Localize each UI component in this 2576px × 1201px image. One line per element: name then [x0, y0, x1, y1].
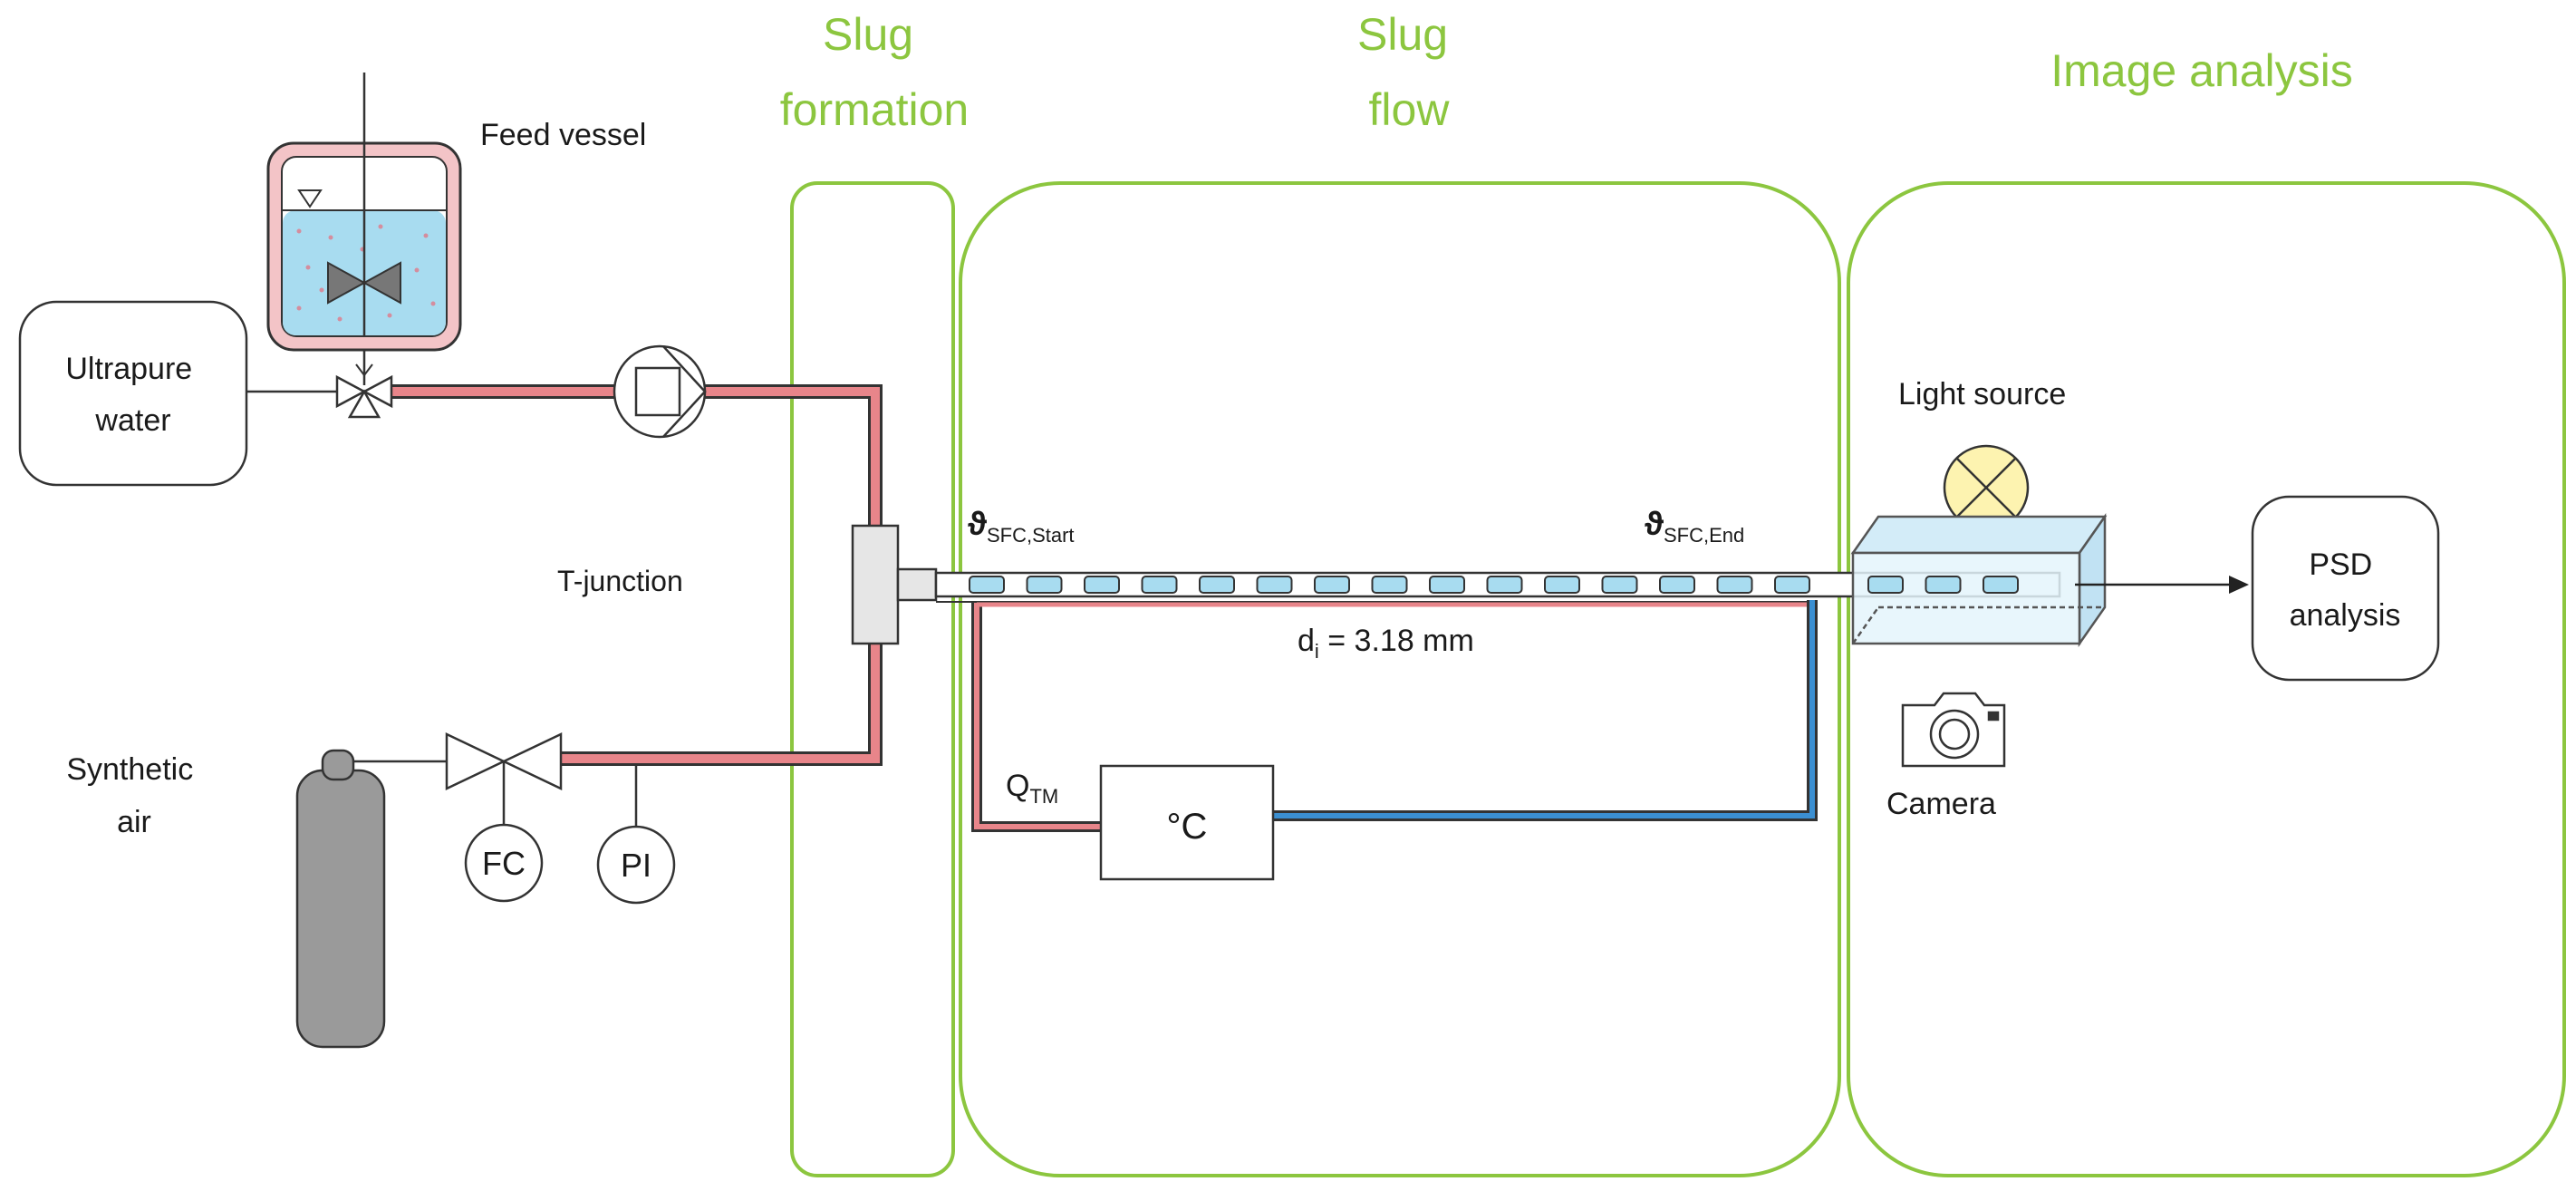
thermostat [1099, 764, 1275, 881]
psd-analysis-label: PSD analysis [2290, 547, 2401, 633]
liquid-slug [1716, 576, 1753, 594]
liquid-slug [1199, 576, 1235, 594]
camera-icon [1901, 692, 2006, 768]
liquid-slug [1141, 576, 1178, 594]
cell-liquid-slug [1867, 576, 1904, 594]
slug-flow-title: Slug flow [1357, 9, 1461, 135]
liquid-slug [1659, 576, 1695, 594]
thermostat-flow-label: QTM [1006, 769, 1058, 808]
flow-control-valve [445, 732, 563, 903]
liquid-slug [1371, 576, 1408, 594]
inner-diameter-label: di = 3.18 mm [1298, 624, 1474, 663]
liquid-slug [1256, 576, 1293, 594]
t-junction-outlet [896, 567, 938, 602]
thermostat-unit-label: °C [1167, 807, 1208, 847]
cell-liquid-slug [1925, 576, 1962, 594]
t-junction-label: T-junction [557, 565, 683, 597]
liquid-slug [1544, 576, 1580, 594]
liquid-feed-line [381, 384, 883, 526]
ultrapure-water-label: Ultrapure water [65, 352, 200, 438]
synthetic-air-label: Synthetic air [66, 752, 201, 839]
temperature-end-label: ϑSFC,End [1645, 505, 1744, 547]
liquid-slug [1601, 576, 1638, 594]
liquid-slug [969, 576, 1005, 594]
feed-vessel [266, 73, 462, 352]
liquid-slug [1026, 576, 1063, 594]
ultrapure-water-box [18, 300, 248, 487]
light-source-label: Light source [1898, 377, 2066, 412]
pump [613, 344, 707, 439]
psd-analysis-box [2251, 495, 2440, 682]
gas-cylinder [295, 749, 386, 1049]
slug-flow-box [959, 181, 1841, 1177]
liquid-slugs [969, 576, 1810, 594]
slug-formation-title: Slug formation [780, 9, 969, 135]
cell-liquid-slug [1983, 576, 2019, 594]
liquid-slug [1774, 576, 1810, 594]
thermostat-loop [971, 600, 1818, 832]
liquid-slug [1314, 576, 1350, 594]
light-source [1943, 444, 2030, 531]
pressure-indicator-label: PI [621, 847, 651, 884]
feed-vessel-label: Feed vessel [480, 118, 646, 152]
flow-cell [1850, 513, 2108, 647]
slug-formation-box [790, 181, 955, 1177]
gas-feed-line [544, 644, 883, 766]
flow-cell-slugs [1867, 576, 2019, 594]
liquid-slug [1486, 576, 1523, 594]
t-junction [851, 524, 900, 645]
three-way-valve [335, 374, 393, 419]
pressure-indicator [596, 765, 676, 905]
camera-label: Camera [1886, 787, 1996, 821]
liquid-slug [1429, 576, 1465, 594]
image-analysis-box [1847, 181, 2566, 1177]
image-analysis-title: Image analysis [2050, 45, 2353, 96]
liquid-slug [1084, 576, 1120, 594]
temperature-start-label: ϑSFC,Start [968, 505, 1075, 547]
flow-controller-label: FC [482, 845, 526, 882]
